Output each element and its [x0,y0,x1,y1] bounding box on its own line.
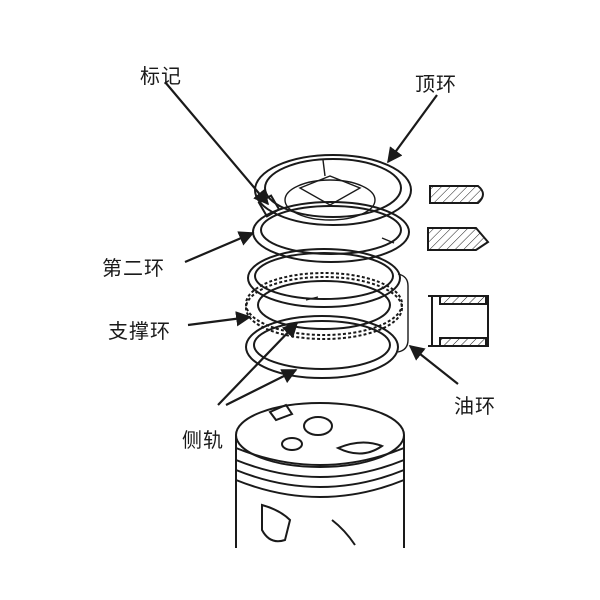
top-ring-section [429,185,484,204]
support-ring-leader [187,311,252,327]
label-side-rail: 侧轨 [182,428,224,452]
lower-side-rail [245,315,399,379]
label-support-ring: 支撑环 [108,319,171,343]
oil-ring-leader [408,345,459,385]
label-mark: 标记 [140,64,182,88]
support-ring [245,272,403,340]
label-second-ring: 第二环 [102,256,165,280]
second-ring-leader [184,231,255,264]
side-rail-leader-1 [217,321,299,406]
oil-ring-bracket [397,273,409,353]
piston [235,402,405,548]
top-ring [254,154,412,226]
label-oil-ring: 油环 [454,394,496,418]
second-ring-section [427,227,490,251]
side-rail-leader-2 [225,369,298,406]
upper-side-rail [247,248,401,308]
oil-ring-section [428,295,489,347]
mark-leader [164,81,269,206]
top-ring-leader [387,94,438,164]
label-top-ring: 顶环 [415,72,457,96]
